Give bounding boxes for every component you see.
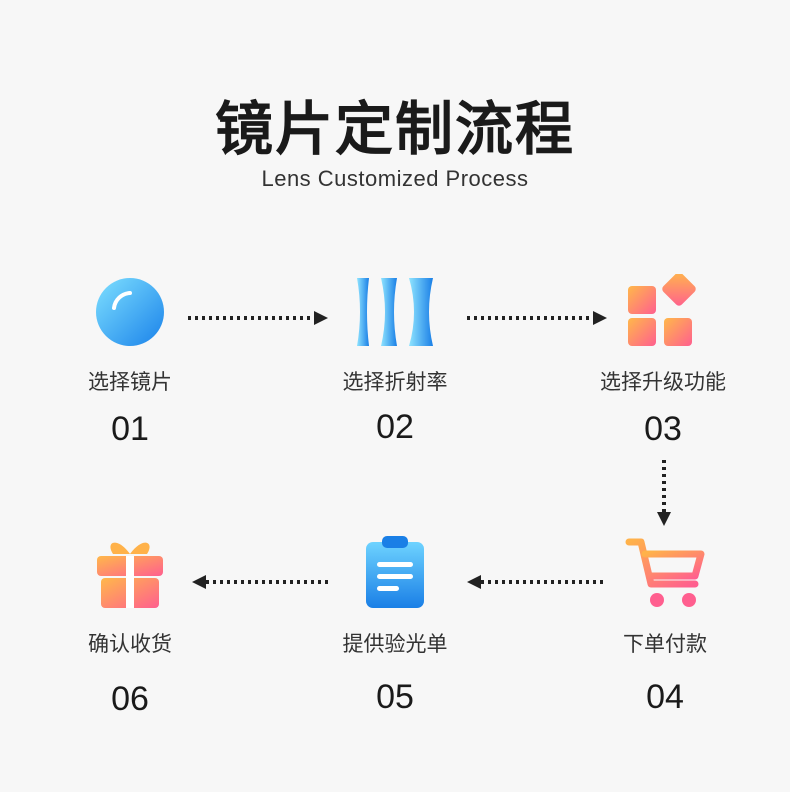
step-number: 03 (644, 410, 682, 448)
shopping-cart-icon (625, 536, 705, 616)
step-label: 提供验光单 (342, 632, 448, 656)
arrow-right-1 (188, 311, 328, 325)
step-label: 确认收货 (88, 632, 172, 656)
step-number: 02 (376, 408, 414, 446)
step-label: 下单付款 (623, 632, 707, 656)
step-label: 选择镜片 (88, 370, 172, 394)
step-number: 05 (376, 678, 414, 716)
feature-blocks-icon (626, 272, 700, 352)
step-number: 01 (111, 410, 149, 448)
step-number: 04 (646, 678, 684, 716)
arrow-down (657, 460, 671, 526)
page-subtitle: Lens Customized Process (261, 166, 529, 191)
arrow-right-2 (467, 311, 607, 325)
lens-profile-icon (355, 276, 435, 352)
lens-sphere-icon (94, 276, 166, 352)
step-number: 06 (111, 680, 149, 718)
arrow-left-2 (192, 575, 332, 589)
clipboard-icon (364, 534, 426, 614)
gift-box-icon (95, 534, 165, 614)
page-title: 镜片定制流程 (214, 95, 575, 163)
step-label: 选择升级功能 (600, 370, 726, 394)
step-label: 选择折射率 (342, 370, 448, 394)
arrow-left-1 (467, 575, 607, 589)
